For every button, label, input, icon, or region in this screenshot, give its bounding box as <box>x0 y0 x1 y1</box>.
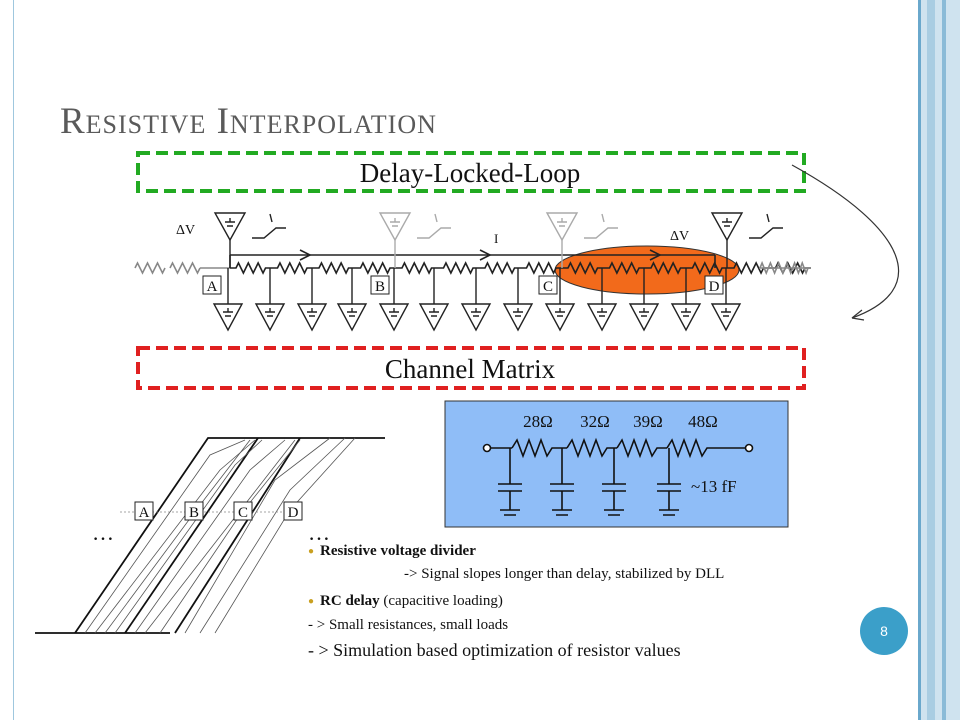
resistor-4-label: 48Ω <box>688 412 718 431</box>
output-buffer <box>296 268 328 332</box>
ellipsis-left: … <box>92 520 114 545</box>
delta-v-left: ΔV <box>176 223 195 238</box>
page-number-badge: 8 <box>860 607 908 655</box>
slope-tap-c: C <box>238 505 248 521</box>
resistor-2-label: 32Ω <box>580 412 610 431</box>
output-buffer <box>336 268 368 332</box>
bullet-1: ●Resistive voltage divider <box>308 543 476 559</box>
input-buffer <box>545 212 618 268</box>
slope-tap-b: B <box>189 505 199 521</box>
tap-a-label: A <box>207 279 218 295</box>
resistor-chain <box>134 249 811 276</box>
right-frame-decoration <box>918 0 960 720</box>
bullet-2: ●RC delay (capacitive loading) <box>308 593 503 609</box>
delta-v-right: ΔV <box>670 229 689 244</box>
output-buffer <box>710 268 742 332</box>
tap-c-label: C <box>543 279 553 295</box>
channel-matrix-label: Channel Matrix <box>385 354 556 384</box>
bullet-2-sub: - > Small resistances, small loads <box>308 617 509 633</box>
output-buffer <box>670 268 702 332</box>
tap-d-label: D <box>709 279 720 295</box>
output-buffer <box>586 268 618 332</box>
input-buffers <box>213 212 783 268</box>
output-buffer <box>212 268 244 332</box>
ellipsis-right: … <box>308 520 330 545</box>
bullet-3: - > Simulation based optimization of res… <box>308 640 681 660</box>
output-buffer <box>378 268 410 332</box>
input-buffer <box>710 212 783 268</box>
output-buffer <box>544 268 576 332</box>
current-label: I <box>494 231 498 246</box>
rc-network-box <box>444 400 789 528</box>
input-buffer <box>213 212 286 268</box>
resistor-3-label: 39Ω <box>633 412 663 431</box>
rc-network <box>482 437 754 516</box>
bullet-list: ●Resistive voltage divider -> Signal slo… <box>308 543 868 661</box>
bullet-1-sub: -> Signal slopes longer than delay, stab… <box>404 566 725 582</box>
output-buffers <box>212 268 742 332</box>
resistor-1-label: 28Ω <box>523 412 553 431</box>
output-buffer <box>418 268 450 332</box>
capacitance-label: ~13 fF <box>691 477 737 496</box>
output-buffer <box>254 268 286 332</box>
feedback-arrow <box>791 164 900 319</box>
output-buffer <box>460 268 492 332</box>
left-frame-line <box>0 0 14 720</box>
slide-title: Resistive Interpolation <box>60 101 437 142</box>
input-buffer <box>378 212 451 268</box>
output-buffer <box>628 268 660 332</box>
dll-label: Delay-Locked-Loop <box>360 158 580 188</box>
output-buffer <box>502 268 534 332</box>
slope-diagram <box>35 437 385 634</box>
channel-matrix-box <box>136 346 806 390</box>
slope-tap-a: A <box>139 505 150 521</box>
slope-tap-d: D <box>288 505 299 521</box>
tap-b-label: B <box>375 279 385 295</box>
